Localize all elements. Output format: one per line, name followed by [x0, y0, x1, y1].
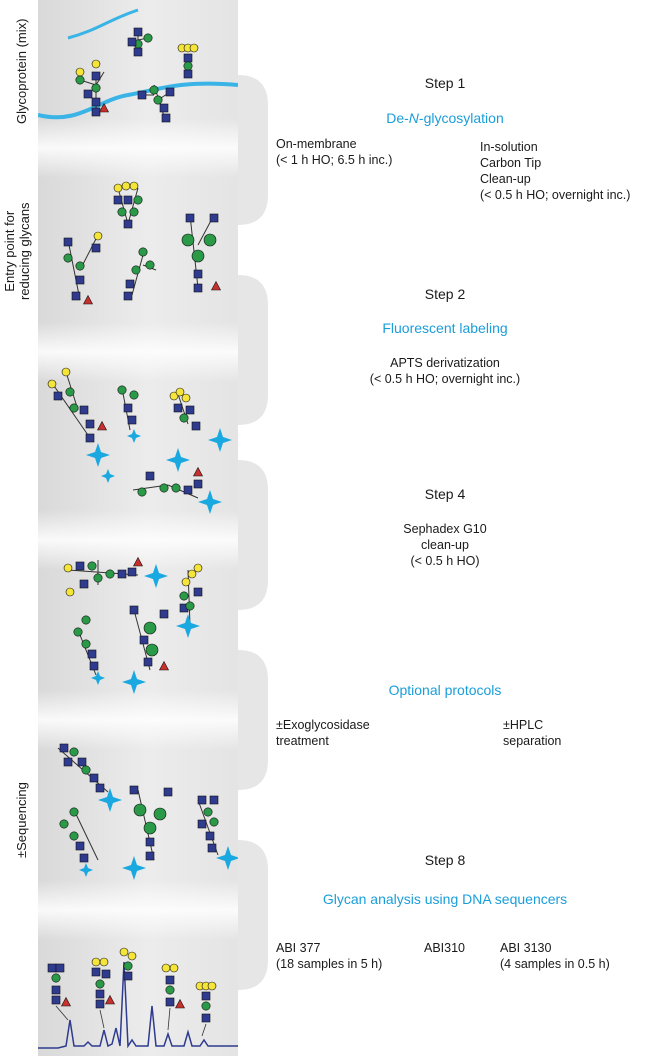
step-bracket [238, 460, 268, 610]
step-bracket [238, 840, 268, 990]
abi-3130: ABI 3130 (4 samples in 0.5 h) [500, 941, 610, 971]
cleaned-glycans-section [63, 557, 203, 694]
step-bracket [238, 650, 268, 790]
step-1-on-membrane: On-membrane (< 1 h HO; 6.5 h inc.) [276, 137, 393, 167]
hplc-option: ±HPLC separation [503, 718, 562, 748]
step-2-label: Step 2 [424, 286, 466, 302]
released-glycans-section [63, 181, 221, 305]
electropherogram [38, 947, 238, 1049]
sequenced-glycans-section [57, 743, 238, 880]
step-4-label: Step 4 [424, 486, 466, 502]
step-1-title: De-N-glycosylation [386, 110, 504, 126]
abi-377: ABI 377 (18 samples in 5 h) [276, 941, 383, 971]
labeled-glycans-section [47, 367, 232, 514]
step-bracket [238, 275, 268, 425]
abi-310: ABI310 [424, 941, 466, 955]
sequencing-label: ±Sequencing [14, 782, 29, 858]
step-bracket [238, 75, 268, 225]
step-1-in-solution: In-solution Carbon Tip Clean-up (< 0.5 h… [480, 140, 631, 202]
strip-divider [38, 880, 238, 940]
strip-divider [38, 118, 238, 178]
step-8-label: Step 8 [424, 852, 466, 868]
glycoprotein-section [38, 8, 238, 123]
step-8-title: Glycan analysis using DNA sequencers [322, 891, 568, 907]
strip-divider [38, 322, 238, 382]
glycoprotein-label: Glycoprotein (mix) [14, 18, 29, 124]
step-2-description: APTS derivatization (< 0.5 h HO; overnig… [369, 356, 521, 386]
step-2-title: Fluorescent labeling [382, 320, 508, 336]
step-1-label: Step 1 [424, 75, 466, 91]
step-4-description: Sephadex G10 clean-up (< 0.5 h HO) [403, 522, 487, 568]
strip-divider [38, 690, 238, 750]
optional-protocols-title: Optional protocols [388, 682, 502, 698]
entry-point-label: Entry point for reducing glycans [2, 202, 32, 300]
exoglycosidase-option: ±Exoglycosidase treatment [276, 718, 370, 748]
glycan-illustrations [38, 8, 238, 1049]
